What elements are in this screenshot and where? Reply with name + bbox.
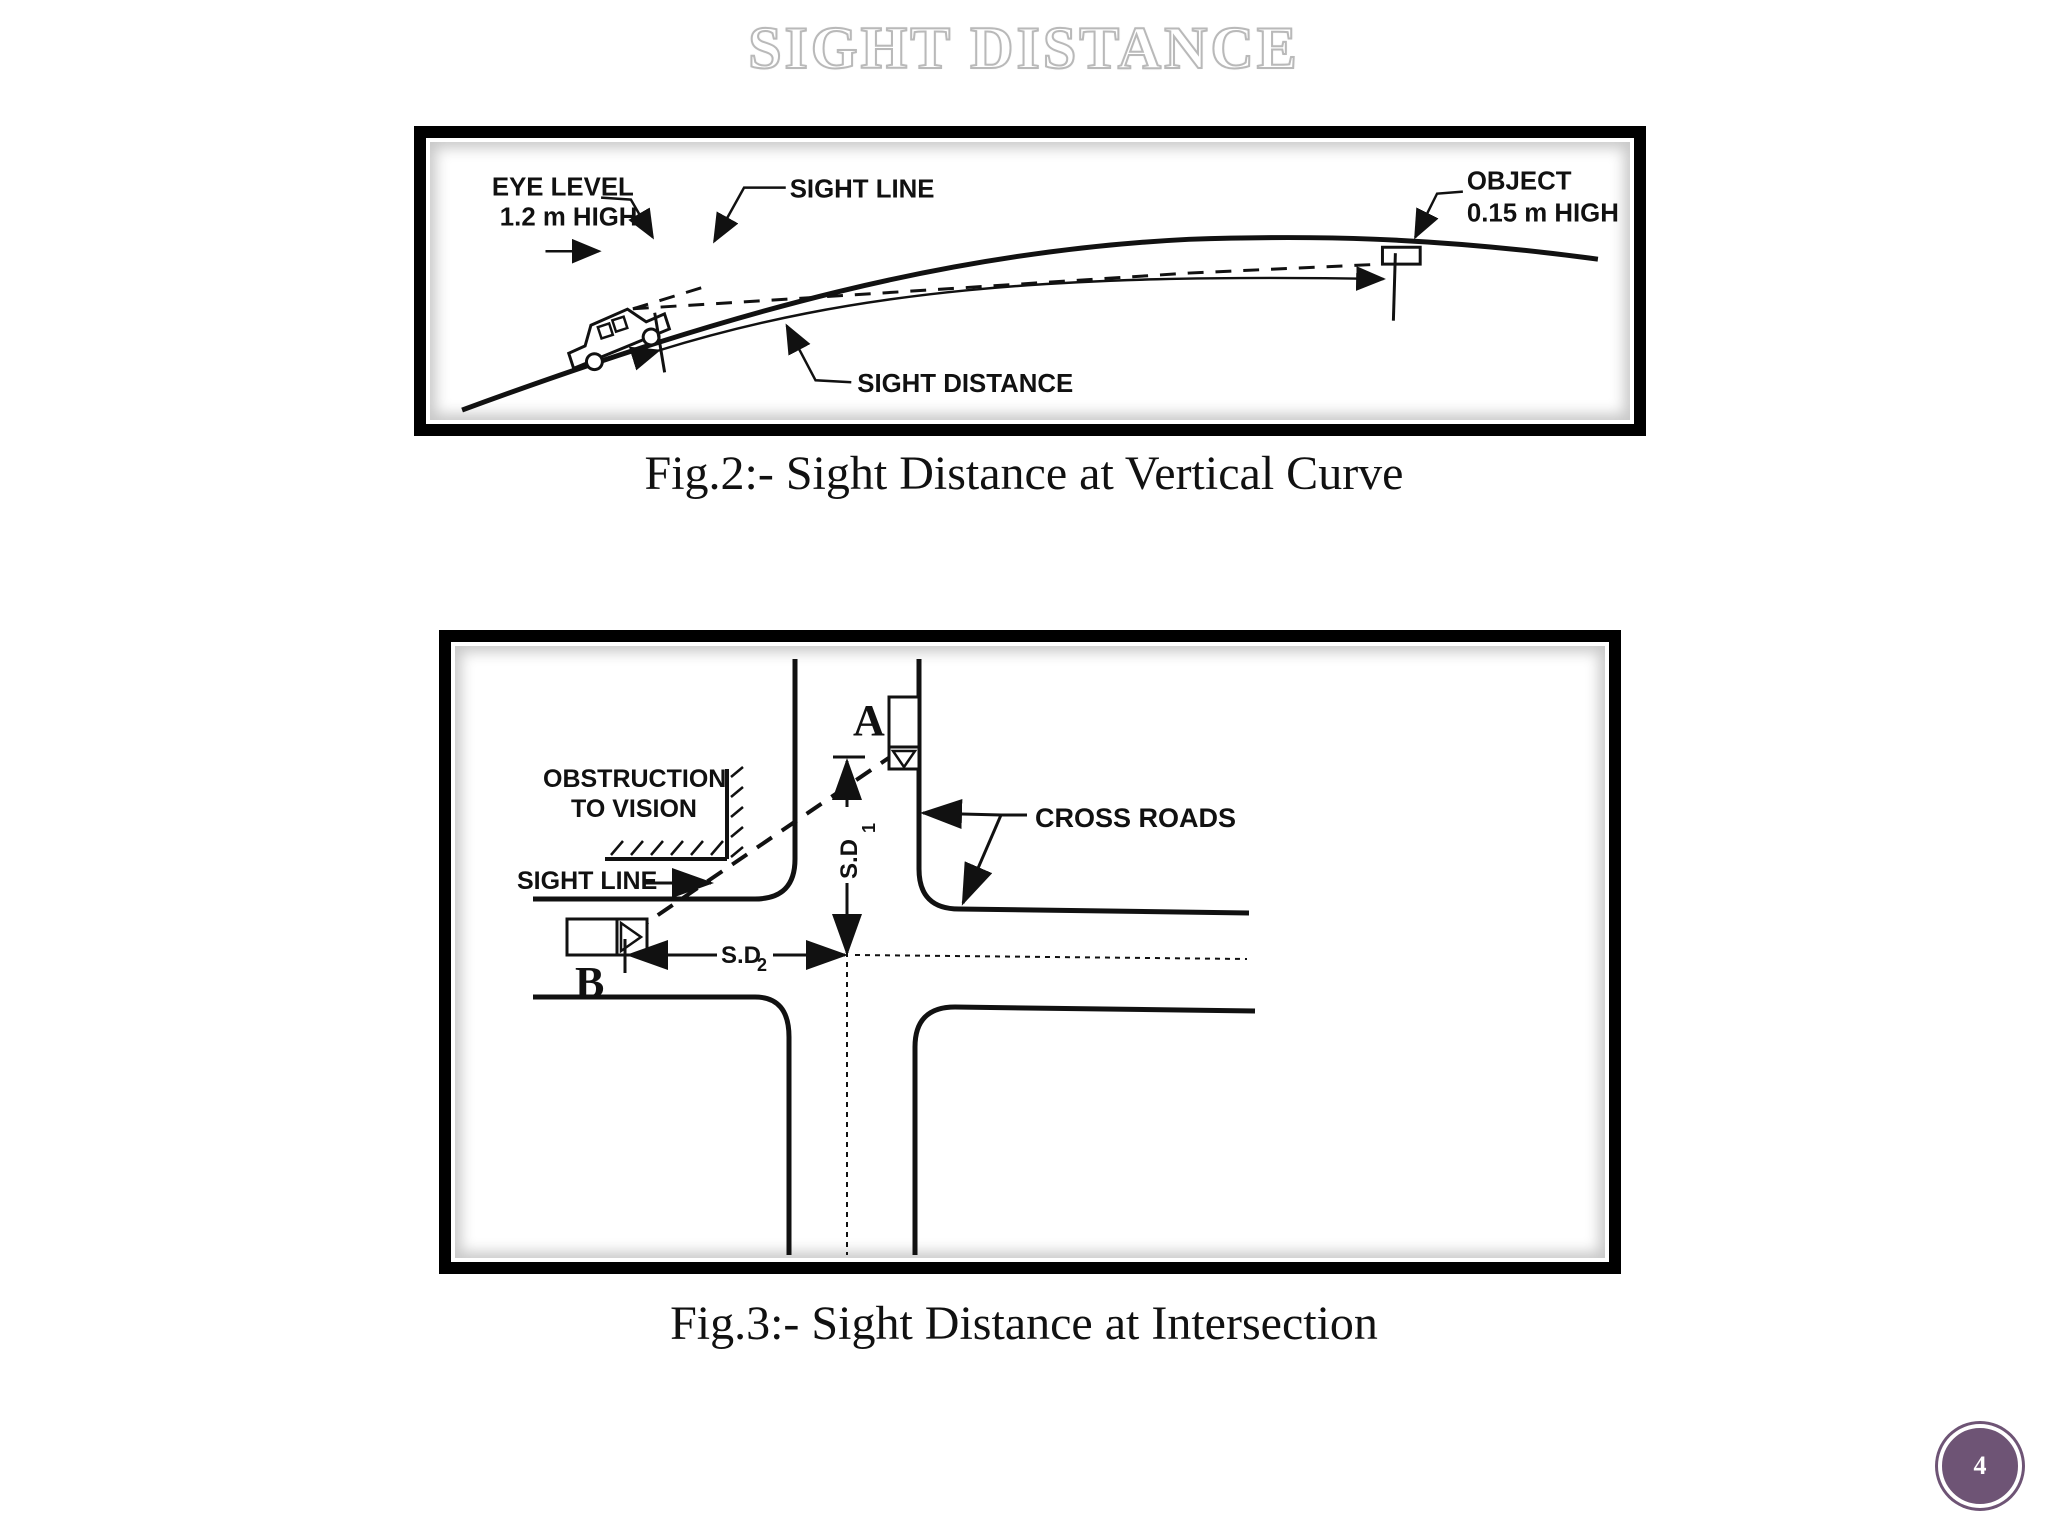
figure-vertical-curve-panel: EYE LEVEL 1.2 m HIGH SIGHT LINE OBJECT 0…	[423, 135, 1637, 427]
object-height-label: 0.15 m HIGH	[1467, 199, 1619, 227]
figure-3-caption: Fig.3:- Sight Distance at Intersection	[670, 1297, 1378, 1350]
object-box	[1380, 245, 1422, 266]
intersection-sight-line-label: SIGHT LINE	[517, 867, 657, 895]
sd2-label: S.D	[721, 942, 761, 969]
intersection-sight-line	[631, 753, 895, 934]
sight-distance-tick-right	[1391, 253, 1397, 321]
sight-line-leader	[713, 186, 786, 244]
cross-roads-leader-2	[961, 814, 1003, 906]
sd2-subscript: 2	[757, 955, 767, 975]
sd1-label: S.D	[836, 839, 863, 879]
slide-title: SIGHT DISTANCE	[747, 14, 1300, 82]
eye-level-leader	[601, 196, 654, 240]
eye-height-label: 1.2 m HIGH	[500, 203, 638, 231]
vertical-curve-diagram: EYE LEVEL 1.2 m HIGH SIGHT LINE OBJECT 0…	[461, 168, 1619, 413]
object-label: OBJECT	[1467, 168, 1572, 196]
object-leader	[1414, 190, 1463, 240]
road-edge-bottom-right	[912, 1004, 1256, 1255]
cross-roads-label: CROSS ROADS	[1035, 803, 1236, 833]
sight-distance-label: SIGHT DISTANCE	[857, 370, 1073, 398]
road-edge-top-left	[533, 659, 798, 902]
sd1-subscript: 1	[859, 823, 879, 833]
centerline-horizontal	[854, 954, 1248, 960]
intersection-diagram: OBSTRUCTION TO VISION SIGHT LINE CROSS R…	[517, 659, 1256, 1255]
page-number-badge: 4	[1938, 1424, 2022, 1508]
vehicle-a-icon	[887, 695, 921, 771]
vehicle-a-label: A	[853, 696, 885, 745]
figure-intersection-panel: OBSTRUCTION TO VISION SIGHT LINE CROSS R…	[448, 639, 1612, 1265]
figure-intersection: OBSTRUCTION TO VISION SIGHT LINE CROSS R…	[439, 630, 1621, 1274]
eye-level-label: EYE LEVEL	[492, 174, 634, 202]
sight-line-label: SIGHT LINE	[790, 176, 935, 204]
figure-2-caption: Fig.2:- Sight Distance at Vertical Curve	[644, 447, 1404, 500]
figure-vertical-curve: EYE LEVEL 1.2 m HIGH SIGHT LINE OBJECT 0…	[414, 126, 1646, 436]
road-edge-bottom-left	[533, 994, 792, 1255]
vehicle-b-label: B	[575, 958, 604, 1007]
obstruction-label: OBSTRUCTION	[543, 765, 726, 793]
road-edge-top-right	[916, 659, 1250, 916]
vehicle-b-icon	[565, 917, 649, 957]
cross-roads-leader-1	[920, 799, 1027, 829]
sight-distance-arc	[628, 266, 1386, 371]
obstruction-hatch-v	[730, 766, 744, 858]
obstruction-label-2: TO VISION	[571, 795, 697, 823]
sight-distance-leader	[785, 323, 852, 384]
obstruction-hatch-h	[610, 840, 724, 856]
